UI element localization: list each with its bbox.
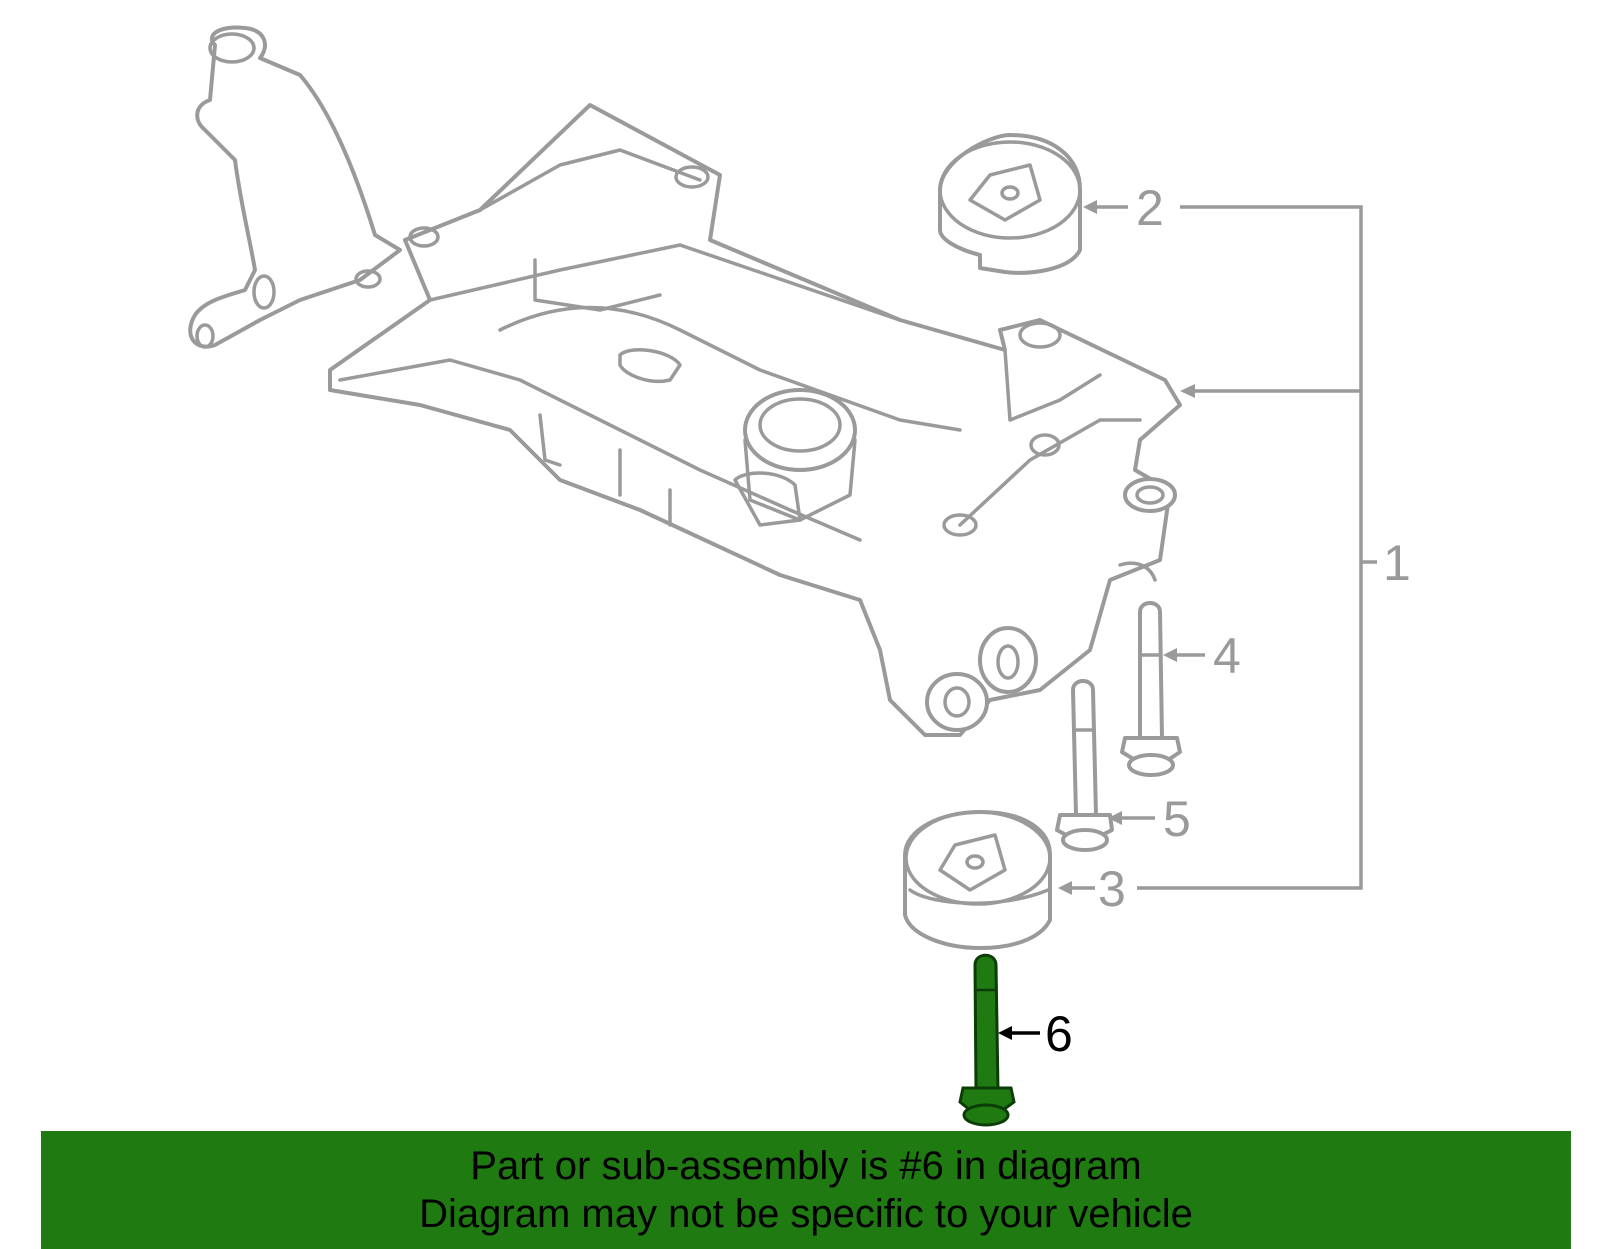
banner-line-disclaimer: Diagram may not be specific to your vehi… (419, 1192, 1193, 1236)
bolt-part-6-highlighted (958, 953, 1016, 1127)
callout-4: 4 (1213, 628, 1241, 684)
callout-6: 6 (1045, 1006, 1073, 1062)
bolt-part-5 (1055, 679, 1114, 852)
info-banner: Part or sub-assembly is #6 in diagram Di… (41, 1131, 1571, 1249)
subframe-part-1 (188, 25, 1182, 737)
bolt-part-4 (1120, 601, 1182, 777)
mount-part-3 (903, 810, 1052, 950)
callout-5: 5 (1163, 791, 1191, 847)
leader-lines (998, 200, 1377, 1040)
callout-3: 3 (1098, 861, 1126, 917)
callout-2: 2 (1136, 180, 1164, 236)
mount-part-2 (938, 133, 1082, 275)
banner-line-part: Part or sub-assembly is #6 in diagram (470, 1144, 1142, 1188)
callout-1: 1 (1383, 535, 1411, 591)
